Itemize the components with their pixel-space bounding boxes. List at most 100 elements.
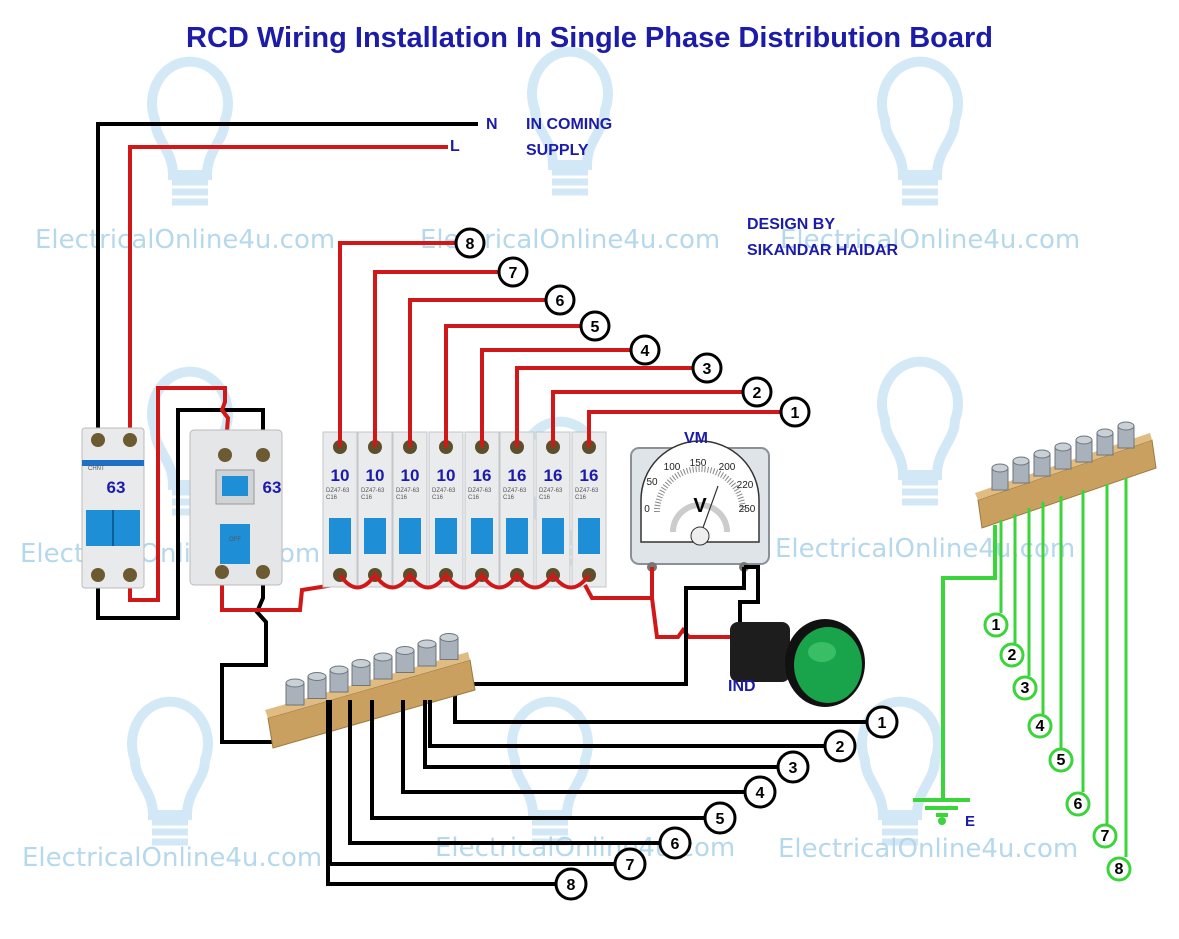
neutral-circuit-number: 8	[567, 877, 576, 894]
mcb-row: 10DZ47-63C1610DZ47-63C1610DZ47-63C1610DZ…	[322, 431, 607, 590]
mcb-type: C16	[503, 495, 515, 501]
neutral-circuit-wire	[348, 700, 661, 845]
earth-circuit-number: 3	[1021, 680, 1030, 697]
watermark-text: ElectricalOnline4u.com	[775, 534, 1075, 564]
neutral-circuit-number: 2	[836, 739, 845, 756]
circuit-number: 2	[753, 385, 762, 402]
earth-circuit-badge: 2	[999, 642, 1025, 668]
vm-line-wire	[583, 567, 730, 639]
earth-circuit-badge: 4	[1027, 713, 1053, 739]
credit-line-2: SIKANDAR HAIDAR	[747, 242, 899, 259]
main-breaker: CHNT 63	[81, 427, 145, 589]
main-breaker-brand: CHNT	[88, 466, 105, 472]
circuit-feed-wire	[373, 270, 499, 447]
earth-symbol	[913, 525, 997, 825]
main-breaker-rating: 63	[107, 478, 126, 497]
neutral-circuit-badge: 6	[658, 826, 692, 860]
mcb-type: C16	[539, 495, 551, 501]
mcb-rating: 10	[331, 466, 350, 485]
neutral-circuit-wire	[401, 700, 746, 794]
mcb-model: DZ47-63	[539, 488, 563, 494]
circuit-number: 8	[466, 236, 475, 253]
circuit-feed-wire	[338, 241, 456, 447]
mcb-rating: 16	[508, 466, 527, 485]
neutral-circuit-badge: 3	[776, 750, 810, 784]
neutral-circuit-wire	[370, 700, 706, 820]
circuit-number-badge: 2	[741, 376, 773, 408]
neutral-circuit-badge: 7	[613, 847, 647, 881]
neutral-circuit-badge: 1	[865, 705, 899, 739]
circuit-number: 5	[591, 319, 600, 336]
watermark-bulb	[877, 356, 963, 506]
voltmeter: 0 50 100 150 200 220 250 V	[630, 440, 770, 572]
credit-line-1: DESIGN BY	[747, 216, 836, 233]
mcb-model: DZ47-63	[326, 488, 350, 494]
circuit-feed-wire	[480, 348, 631, 447]
circuit-feed-wire	[444, 324, 581, 447]
watermark-text: ElectricalOnline4u.com	[780, 225, 1080, 255]
neutral-circuit-badge: 4	[743, 775, 777, 809]
incoming-supply-caption: IN COMING SUPPLY	[526, 112, 612, 164]
circuit-feed-wire	[515, 366, 693, 447]
incoming-neutral-wire	[96, 122, 478, 744]
earth-circuit-badge: 7	[1092, 823, 1118, 849]
vm-scale-250: 250	[739, 504, 756, 515]
earth-circuit-badge: 5	[1048, 747, 1074, 773]
earth-circuit-number: 6	[1074, 796, 1083, 813]
mcb-type: C16	[432, 495, 444, 501]
circuit-number-badge: 7	[497, 256, 529, 288]
neutral-circuit-badge: 2	[823, 729, 857, 763]
mcb-model: DZ47-63	[575, 488, 599, 494]
circuit-number-badge: 5	[579, 310, 611, 342]
earth-circuit-number: 4	[1036, 718, 1045, 735]
neutral-circuit-number: 5	[716, 811, 725, 828]
rcd: OFF 63	[189, 429, 283, 586]
earth-busbar	[975, 421, 1157, 529]
vm-scale-50: 50	[646, 477, 658, 488]
mcb-rating: 10	[437, 466, 456, 485]
neutral-circuit-number: 1	[878, 715, 887, 732]
earth-circuit-badge: 8	[1106, 856, 1132, 882]
neutral-circuit-wire	[428, 700, 826, 748]
circuit-number-badge: 6	[544, 284, 576, 316]
vm-neutral-wire	[453, 565, 866, 724]
watermark-text: ElectricalOnline4u.com	[22, 843, 322, 873]
earth-circuit-badge: 6	[1065, 791, 1091, 817]
circuit-number: 1	[791, 405, 800, 422]
mcb-rating: 16	[473, 466, 492, 485]
earth-circuit-number: 7	[1101, 828, 1110, 845]
earth-circuit-wires: 1 2 3 45 6 7 8	[983, 478, 1132, 882]
watermark-bulb	[147, 56, 233, 206]
caption-line-2: SUPPLY	[526, 142, 589, 159]
circuit-number-badge: 3	[691, 352, 723, 384]
circuit-number: 7	[509, 265, 518, 282]
earth-circuit-number: 5	[1057, 752, 1066, 769]
vm-unit: V	[693, 495, 707, 517]
circuit-feed-wire	[408, 298, 546, 447]
circuit-number-badge: 4	[629, 334, 661, 366]
watermark-text: ElectricalOnline4u.com	[778, 834, 1078, 864]
watermark-bulb	[877, 56, 963, 206]
earth-circuit-badge: 1	[983, 612, 1009, 638]
mcb-type: C16	[326, 495, 338, 501]
mcb-type: C16	[468, 495, 480, 501]
neutral-circuit-wire	[423, 700, 779, 769]
neutral-circuit-number: 6	[671, 836, 680, 853]
mcb-model: DZ47-63	[432, 488, 456, 494]
earth-circuit-number: 1	[992, 617, 1001, 634]
indicator-lamp	[730, 619, 865, 707]
mcb-model: DZ47-63	[503, 488, 527, 494]
voltmeter-label: VM	[684, 430, 708, 447]
mcb-model: DZ47-63	[468, 488, 492, 494]
neutral-label: N	[486, 116, 498, 133]
mcb-rating: 10	[366, 466, 385, 485]
indicator-label: IND	[728, 678, 756, 695]
neutral-circuit-wires: 1 2 34 5 6 7 8	[326, 700, 899, 901]
